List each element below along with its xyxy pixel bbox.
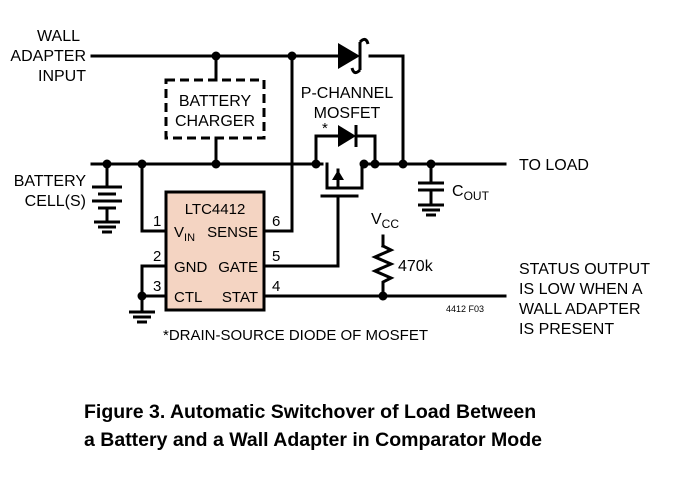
resistor-label: 470k: [398, 258, 434, 275]
charger-line2: CHARGER: [175, 113, 255, 130]
figure-caption: Figure 3. Automatic Switchover of Load B…: [84, 398, 664, 454]
figure-code: 4412 F03: [446, 304, 484, 314]
cout-capacitor: [418, 181, 444, 217]
pin-1-number: 1: [153, 213, 161, 230]
body-diode: [338, 125, 358, 147]
pmos-line1: P-CHANNEL: [301, 85, 394, 102]
cout-label: COUT: [452, 183, 490, 203]
pin-stat-label: STAT: [222, 289, 258, 306]
vcc-label: VCC: [371, 211, 399, 231]
battery-symbol: [92, 185, 122, 234]
wire-gnd-ctl: [140, 264, 168, 298]
battery-line1: BATTERY: [14, 173, 87, 190]
pin-4-number: 4: [272, 278, 280, 295]
junction-dots: [102, 51, 436, 301]
to-load-label: TO LOAD: [519, 157, 589, 174]
pin-gnd-label: GND: [174, 259, 208, 276]
pin-vin-label: VIN: [174, 224, 195, 244]
status-line2: IS LOW WHEN A: [519, 281, 643, 298]
schottky-diode: [338, 37, 370, 75]
pin-6-number: 6: [272, 213, 280, 230]
mosfet-body: [325, 162, 364, 190]
wire-vin: [140, 162, 168, 233]
wire-schottky-out: [368, 54, 405, 166]
wire-diode-right: [354, 134, 377, 166]
caption-line2: a Battery and a Wall Adapter in Comparat…: [84, 429, 542, 451]
pin-3-number: 3: [153, 278, 161, 295]
schematic-diagram: WALL ADAPTER INPUT BATTERY CHARGER P-CHA…: [10, 28, 650, 344]
pmos-line2: MOSFET: [314, 105, 381, 122]
pin-gate-label: GATE: [218, 259, 258, 276]
ic-name: LTC4412: [185, 201, 246, 218]
battery-line2: CELL(S): [25, 193, 86, 210]
pin-5-number: 5: [272, 248, 280, 265]
status-line3: WALL ADAPTER: [519, 301, 641, 318]
diode-note: *DRAIN-SOURCE DIODE OF MOSFET: [163, 327, 428, 344]
diode-asterisk: *: [322, 120, 328, 137]
ic-ground-symbol: [129, 310, 155, 324]
wall-adapter-line2: ADAPTER: [10, 48, 86, 65]
charger-line1: BATTERY: [179, 93, 252, 110]
resistor-470k: [371, 243, 395, 298]
status-line1: STATUS OUTPUT: [519, 261, 650, 278]
wall-adapter-line3: INPUT: [38, 68, 86, 85]
pin-sense-label: SENSE: [207, 224, 258, 241]
mosfet-arrow: [332, 170, 344, 180]
pin-2-number: 2: [153, 248, 161, 265]
caption-line1: Figure 3. Automatic Switchover of Load B…: [84, 401, 537, 423]
ltc4412-ic: [164, 190, 266, 312]
status-line4: IS PRESENT: [519, 321, 614, 338]
wire-diode-left: [314, 134, 340, 166]
wall-adapter-line1: WALL: [37, 28, 80, 45]
wire-gate: [262, 194, 340, 268]
pin-ctl-label: CTL: [174, 289, 202, 306]
wire-sense: [262, 54, 294, 233]
battery-charger-box: [164, 78, 266, 140]
